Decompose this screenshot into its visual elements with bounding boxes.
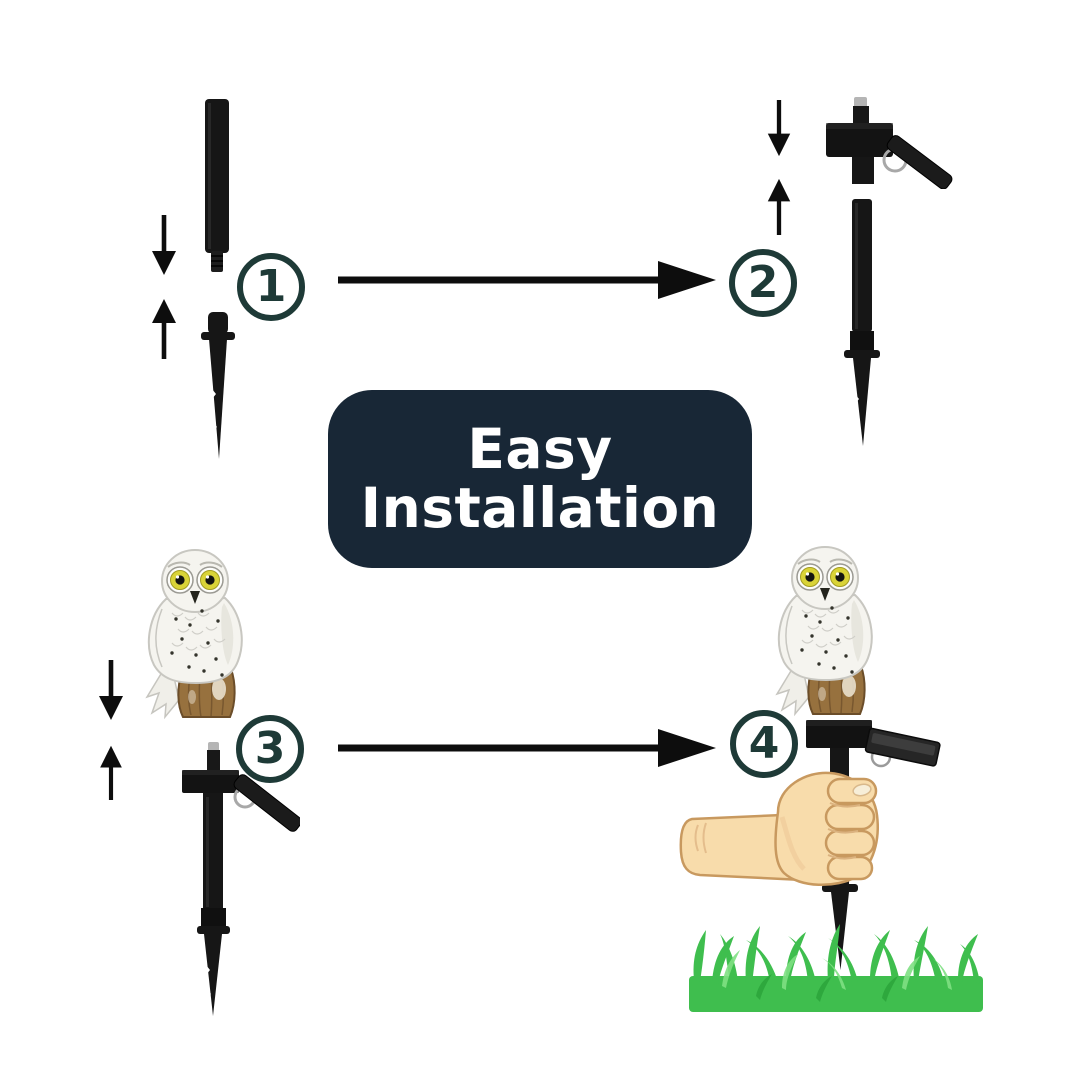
arrow-right-icon [338, 727, 718, 769]
solar-panel-head-icon [826, 97, 953, 189]
owl-figurine-icon [132, 547, 260, 723]
ground-stake-icon [201, 312, 235, 459]
arrow-right-icon [338, 259, 718, 301]
arrow-up-icon [96, 744, 126, 800]
arrow-down-icon [149, 214, 179, 278]
owl-figurine-icon [762, 544, 890, 720]
step-4-badge: 4 [730, 710, 798, 778]
arrow-down-icon [764, 100, 794, 158]
assembled-stake-icon [844, 199, 880, 446]
step-1-number: 1 [255, 261, 287, 312]
upper-pole-icon [205, 99, 229, 272]
step-3-number: 3 [254, 723, 286, 774]
hand-holding-icon [679, 771, 879, 887]
grass-icon [689, 924, 983, 1012]
solar-head-mounted-icon [806, 720, 941, 768]
step-2-number: 2 [747, 257, 779, 308]
badge-title-line1: Easy [467, 416, 613, 481]
step-1-badge: 1 [237, 253, 305, 321]
badge-title-line2: Installation [360, 476, 720, 540]
step-2-badge: 2 [729, 249, 797, 317]
arrow-up-icon [149, 296, 179, 360]
solar-stake-assembly-icon [182, 742, 300, 1016]
arrow-down-icon [96, 659, 126, 723]
easy-installation-badge: Easy Installation [328, 390, 752, 568]
arrow-up-icon [764, 177, 794, 235]
step-3-badge: 3 [236, 715, 304, 783]
step-4-number: 4 [748, 718, 780, 769]
